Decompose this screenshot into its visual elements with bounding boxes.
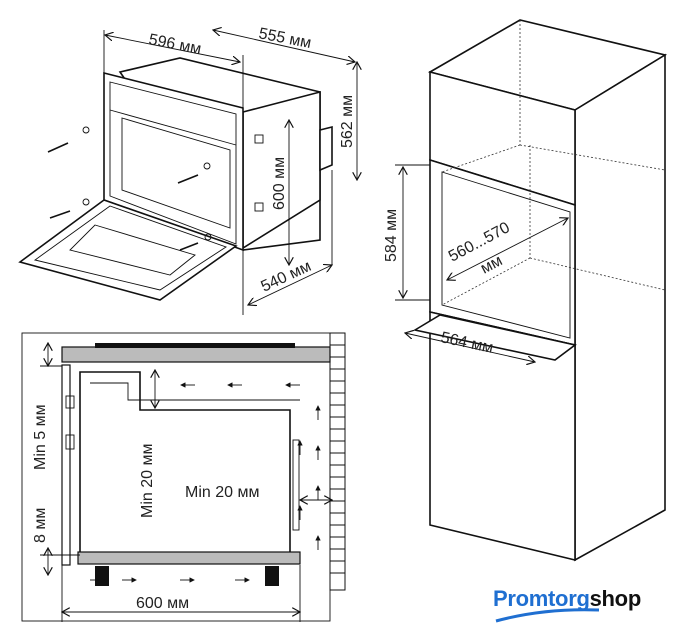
top-gap-label: Min 5 мм bbox=[32, 404, 49, 470]
promtorgshop-logo: Promtorgshop bbox=[493, 586, 641, 612]
oven-body-height-label: 562 мм bbox=[339, 95, 356, 148]
oven-width-label: 596 мм bbox=[147, 31, 202, 58]
side-gap-label: Min 20 мм bbox=[185, 484, 259, 501]
airflow-arrows bbox=[90, 382, 321, 583]
oven-depth-label: 555 мм bbox=[257, 25, 312, 52]
screw-icon bbox=[47, 142, 199, 251]
rear-gap-label: Min 20 мм bbox=[139, 444, 156, 518]
oven-isometric: 596 мм 555 мм 562 мм 600 мм 540 мм bbox=[18, 25, 357, 315]
oven-body-depth-label: 540 мм bbox=[259, 258, 314, 296]
niche-height-label: 584 мм bbox=[383, 209, 400, 262]
logo-part1: Promtorg bbox=[493, 586, 590, 611]
bottom-gap-label: 8 мм bbox=[32, 508, 49, 543]
logo-part2: shop bbox=[589, 586, 642, 611]
cabinet-isometric: 584 мм 560...570 мм 564 мм bbox=[383, 19, 668, 562]
oven-front-height-label: 600 мм bbox=[271, 157, 288, 210]
logo-swoosh-icon bbox=[495, 608, 600, 623]
section-view: Min 5 мм Min 20 мм Min 20 мм 8 мм 600 мм bbox=[21, 332, 346, 622]
section-width-label: 600 мм bbox=[136, 595, 189, 612]
